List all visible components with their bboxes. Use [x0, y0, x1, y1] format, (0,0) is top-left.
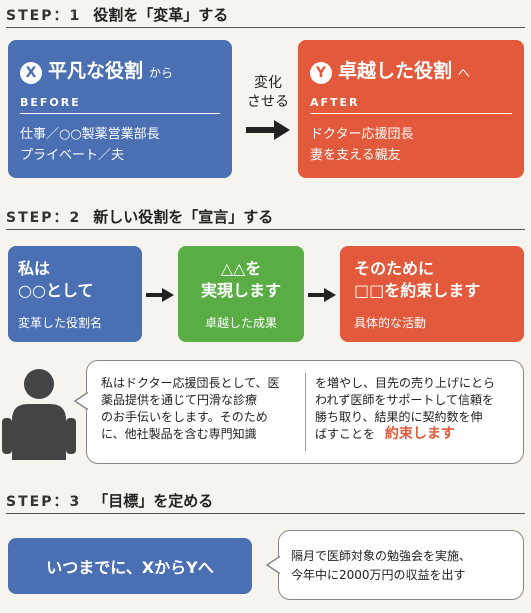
step1-rule: [6, 27, 525, 28]
goal-text: いつまでに、XからYへ: [46, 558, 214, 577]
speech-divider: [305, 373, 306, 451]
change-line2: させる: [247, 94, 289, 110]
promise-line1: そのために: [354, 259, 435, 278]
before-tag: BEFORE: [20, 96, 81, 109]
speech-right-line1: を増やし、目先の売り上げにとら: [315, 376, 496, 390]
change-line1: 変化: [254, 75, 282, 91]
speech-left-line3: のお手伝いをします。そのため: [101, 410, 268, 424]
result-sub: 卓越した成果: [204, 316, 277, 330]
speech-right-line4: ばすことを: [315, 427, 376, 441]
step2-header: STEP：2 新しい役割を「宣言」する: [6, 206, 273, 227]
step1-title: 役割を「変革」する: [93, 6, 229, 24]
before-line1: 仕事／○○製薬営業部長: [20, 127, 160, 142]
speech-left-line1: 私はドクター応援団長として、医: [101, 376, 280, 390]
step2-arrow2-icon: [308, 288, 336, 302]
role-sub: 変革した役割名: [18, 316, 103, 330]
goal-box: いつまでに、XからYへ: [8, 538, 252, 594]
goal-speech-bubble: 隔月で医師対象の勉強会を実施、 今年中に2000万円の収益を出す: [278, 530, 524, 600]
after-tag: AFTER: [310, 96, 360, 109]
after-title: 卓越した役割: [338, 60, 453, 82]
after-suffix: へ: [458, 66, 471, 80]
step3-rule: [6, 513, 525, 514]
promise-line2: □□を約束します: [354, 281, 481, 300]
before-title: 平凡な役割: [48, 60, 144, 82]
after-divider: [310, 113, 512, 114]
change-label: 変化 させる: [240, 74, 296, 112]
step2-label: STEP：2: [6, 210, 82, 226]
after-line2: 妻を支える親友: [310, 148, 401, 163]
step1-arrow-icon: [246, 120, 290, 140]
promise-sub: 具体的な活動: [354, 316, 427, 330]
y-badge: Y: [310, 62, 332, 84]
step3-title: 「目標」を定める: [93, 492, 214, 510]
declare-promise-box: そのために □□を約束します 具体的な活動: [340, 246, 524, 342]
role-line2: ○○として: [18, 281, 94, 300]
speech-right-line2: われず医師をサポートして信頼を: [315, 393, 495, 407]
step2-title: 新しい役割を「宣言」する: [93, 208, 274, 226]
before-suffix: から: [149, 66, 174, 80]
step1-header: STEP：1 役割を「変革」する: [6, 4, 228, 25]
goal-line1: 隔月で医師対象の勉強会を実施、: [291, 549, 472, 563]
step2-arrow1-icon: [146, 288, 174, 302]
role-line1: 私は: [18, 259, 51, 278]
step2-rule: [6, 229, 525, 230]
speech-emphasis: 約束します: [384, 426, 455, 442]
speech-tail-icon: [74, 392, 88, 410]
step3-header: STEP：3 「目標」を定める: [6, 490, 213, 511]
goal-line2: 今年中に2000万円の収益を出す: [291, 568, 466, 582]
declaration-speech-bubble: 私はドクター応援団長として、医 薬品提供を通じて円滑な診療 のお手伝いをします。…: [86, 360, 524, 464]
after-line1: ドクター応援団長: [310, 127, 414, 142]
before-divider: [20, 113, 220, 114]
result-line2: 実現します: [200, 281, 281, 300]
step1-label: STEP：1: [6, 8, 82, 24]
result-line1: △△を: [220, 259, 262, 278]
declare-role-box: 私は ○○として 変革した役割名: [8, 246, 142, 342]
x-badge: X: [20, 62, 42, 84]
step3-label: STEP：3: [6, 494, 82, 510]
speech-left-line4: に、他社製品を含む専門知識: [101, 427, 257, 441]
person-icon: [2, 369, 76, 460]
declare-result-box: △△を 実現します 卓越した成果: [178, 246, 304, 342]
speech-right-line3: 勝ち取り、結果的に契約数を伸: [315, 410, 483, 424]
before-box: X 平凡な役割 から BEFORE 仕事／○○製薬営業部長 プライベート／夫: [8, 40, 232, 178]
after-box: Y 卓越した役割 へ AFTER ドクター応援団長 妻を支える親友: [298, 40, 524, 178]
speech-left-line2: 薬品提供を通じて円滑な診療: [101, 393, 258, 407]
goal-tail-icon: [266, 556, 280, 574]
before-line2: プライベート／夫: [20, 148, 125, 163]
